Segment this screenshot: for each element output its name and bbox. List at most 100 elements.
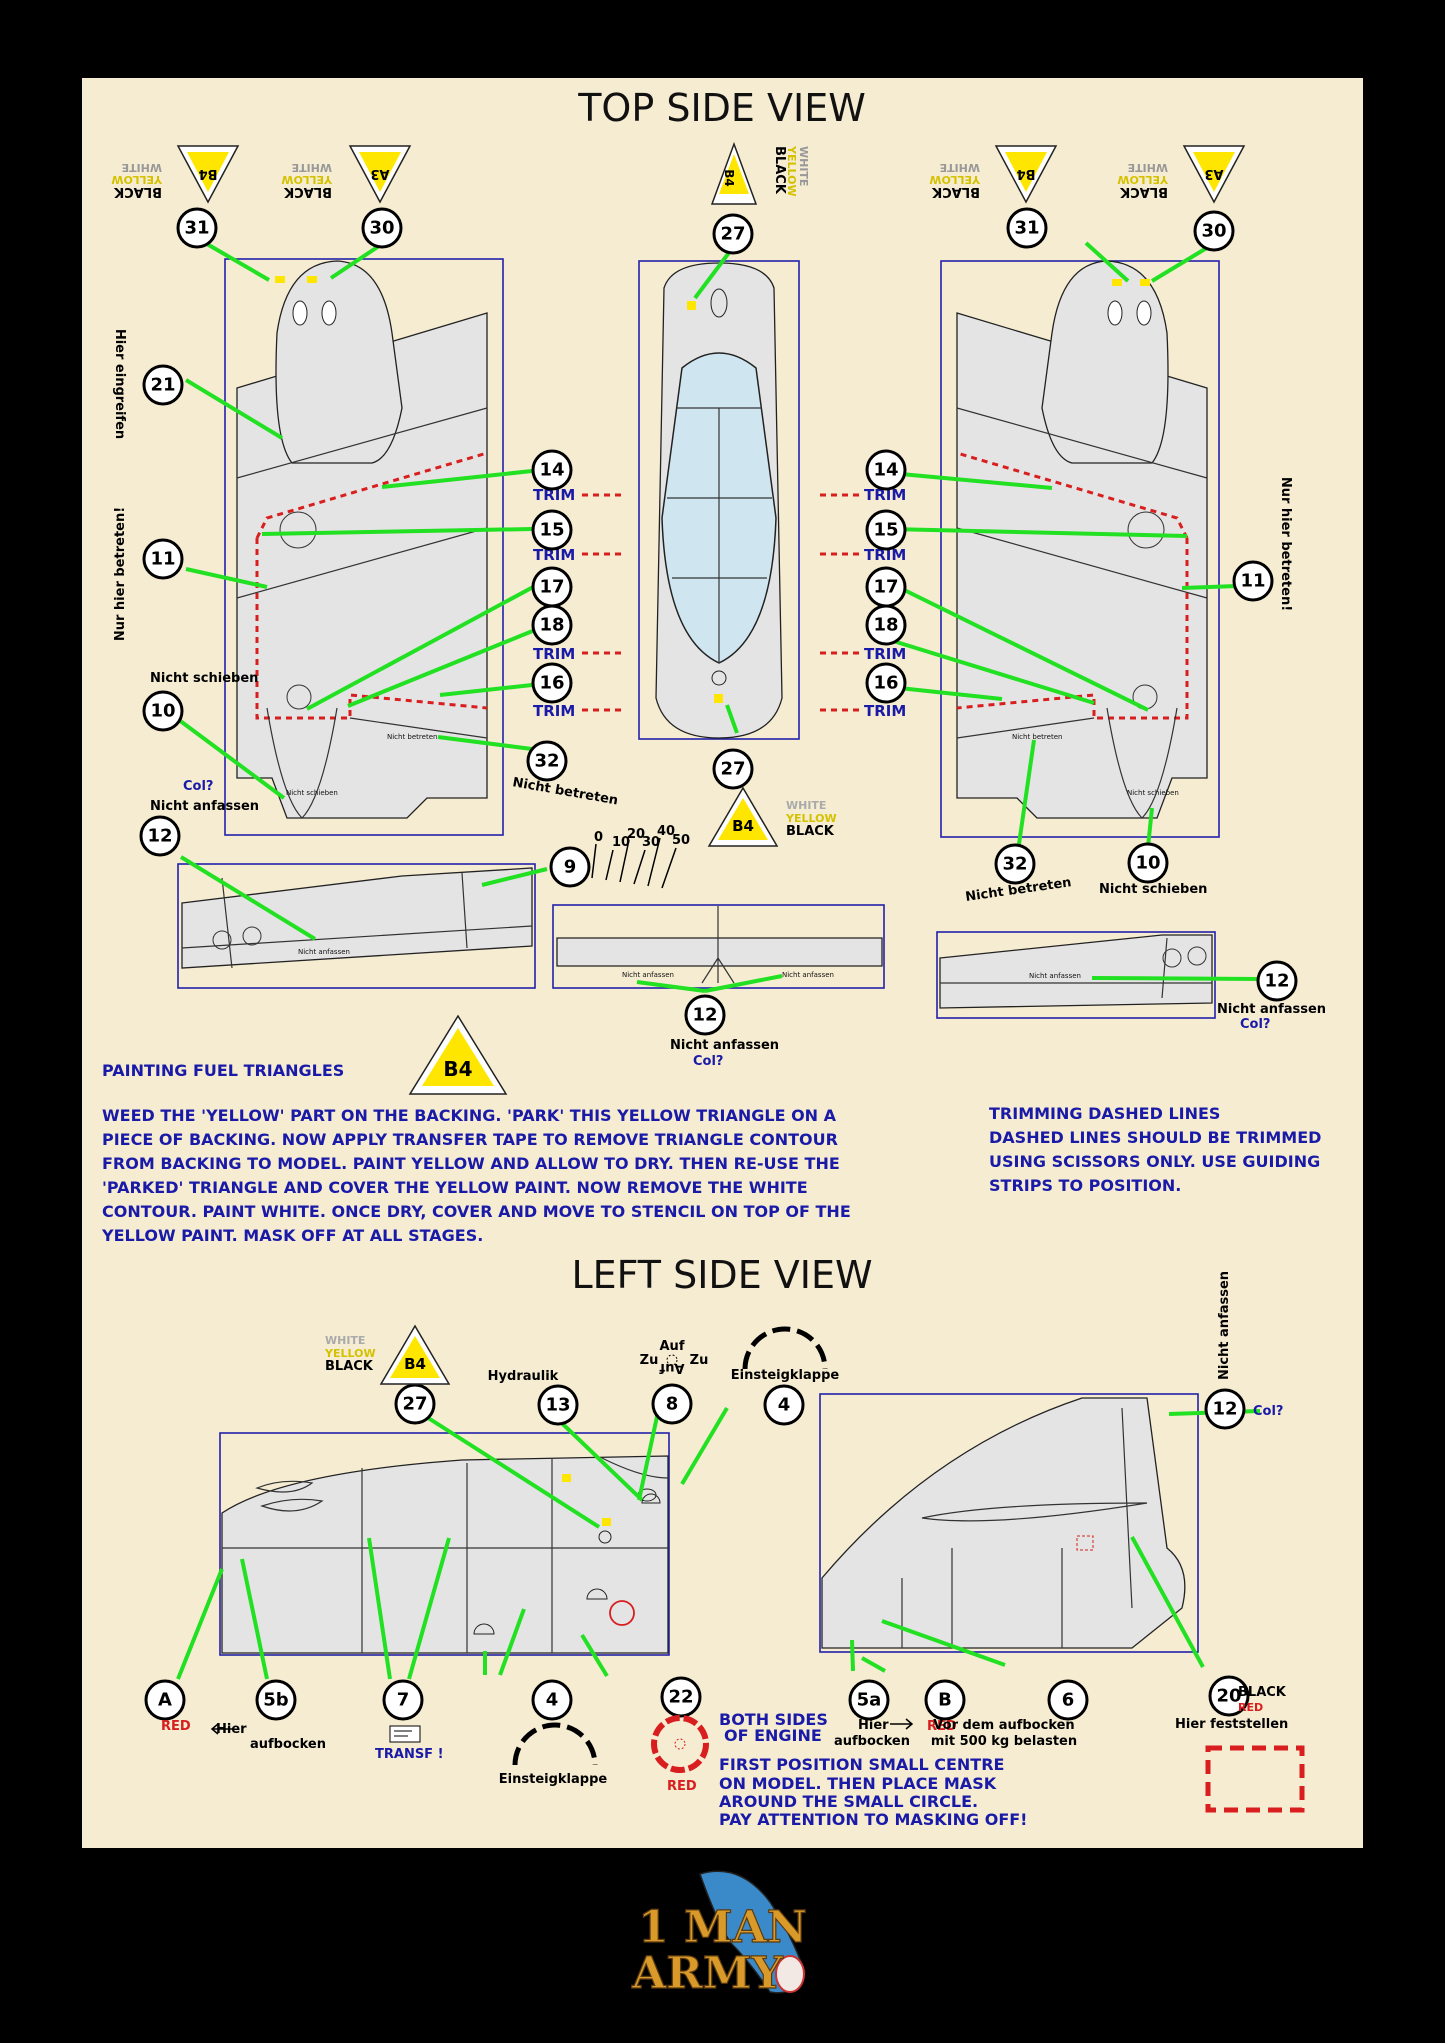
callout-number: 11 (150, 549, 175, 570)
callout-number: 14 (539, 460, 564, 481)
callout-number: 7 (397, 1690, 410, 1711)
label-nicht-schieben-left: Nicht schieben (150, 671, 258, 686)
callout-7: 7 (382, 1679, 424, 1721)
label-nur-hier-betreten-left: Nur hier betreten! (113, 507, 128, 641)
triangle-legend-top-left-b4: BLACK YELLOW WHITE (111, 161, 163, 199)
svg-text:WHITE: WHITE (797, 146, 810, 186)
label-vor-dem-aufbocken: Vor dem aufbocken (933, 1718, 1074, 1733)
fuel-triangle-b4-top-left: B4 (177, 145, 239, 203)
svg-text:USING SCISSORS ONLY. USE GUIDI: USING SCISSORS ONLY. USE GUIDING (989, 1152, 1320, 1171)
svg-text:WEED THE 'YELLOW' PART ON THE: WEED THE 'YELLOW' PART ON THE BACKING. '… (102, 1106, 837, 1125)
callout-31: 31 (1006, 207, 1048, 249)
svg-text:YELLOW PAINT. MASK OFF AT ALL: YELLOW PAINT. MASK OFF AT ALL STAGES. (101, 1226, 483, 1245)
callout-18: 18 (865, 604, 907, 646)
triangle-legend-top-right-b4: BLACK YELLOW WHITE (929, 161, 981, 199)
trim-label: TRIM (533, 486, 575, 504)
svg-text:1 MAN: 1 MAN (638, 1902, 807, 1953)
trim-markers: TRIM TRIM TRIM TRIM TRIM TRIM TRIM TRIM (533, 486, 906, 720)
label-20-black: BLACK (1238, 1685, 1287, 1700)
label-nicht-betreten-left: Nicht betreten (511, 775, 619, 808)
callout-15: 15 (531, 509, 573, 551)
callout-number: 18 (539, 615, 564, 636)
callout-15: 15 (865, 509, 907, 551)
callout-number: 32 (534, 751, 559, 772)
svg-text:Auf: Auf (659, 1360, 684, 1375)
svg-text:'PARKED' TRIANGLE AND COVER TH: 'PARKED' TRIANGLE AND COVER THE YELLOW P… (102, 1178, 808, 1197)
callout-10: 10 (142, 690, 184, 732)
callout-6: 6 (1047, 1679, 1089, 1721)
callout-16: 16 (531, 662, 573, 704)
trimming-instructions: DASHED LINES SHOULD BE TRIMMED USING SCI… (989, 1128, 1321, 1195)
feststellen-dashed-box (1205, 1745, 1305, 1813)
svg-text:WHITE: WHITE (940, 161, 980, 174)
callout-a: A (144, 1679, 186, 1721)
callout-number: 11 (1240, 571, 1265, 592)
triangle-legend-top-left-a3: BLACK YELLOW WHITE (281, 161, 333, 199)
svg-text:AROUND THE SMALL CIRCLE.: AROUND THE SMALL CIRCLE. (719, 1792, 978, 1811)
callout-number: 27 (720, 224, 745, 245)
callout-12: 12 (1204, 1388, 1246, 1430)
svg-text:WHITE: WHITE (292, 161, 332, 174)
label-col-side: Col? (1253, 1404, 1283, 1419)
svg-text:B4: B4 (404, 1355, 426, 1373)
callout-number: 32 (1002, 854, 1027, 875)
svg-text:40: 40 (657, 824, 675, 839)
callout-number: 6 (1062, 1690, 1075, 1711)
label-nicht-anfassen-center: Nicht anfassen (670, 1038, 779, 1053)
svg-text:OF ENGINE: OF ENGINE (724, 1726, 822, 1745)
svg-text:PAY ATTENTION TO MASKING OFF!: PAY ATTENTION TO MASKING OFF! (719, 1810, 1027, 1829)
top-side-view-title: TOP SIDE VIEW (577, 86, 866, 130)
svg-text:TRIM: TRIM (533, 546, 575, 564)
engine-mask-icon (651, 1715, 709, 1773)
svg-text:ARMY: ARMY (631, 1948, 783, 1999)
svg-text:50: 50 (672, 833, 690, 848)
triangle-legend-side: WHITE YELLOW BLACK (324, 1334, 376, 1374)
label-nicht-anfassen-left: Nicht anfassen (150, 799, 259, 814)
callout-number: 16 (539, 673, 564, 694)
callout-16: 16 (865, 662, 907, 704)
einsteigklappe-arc-top (742, 1326, 828, 1370)
callout-27: 27 (394, 1383, 436, 1425)
svg-text:Nicht anfassen: Nicht anfassen (1029, 972, 1081, 980)
svg-text:Nicht anfassen: Nicht anfassen (622, 971, 674, 979)
label-nicht-anfassen-side: Nicht anfassen (1217, 1271, 1232, 1380)
left-side-view-title: LEFT SIDE VIEW (571, 1253, 872, 1297)
instruction-sheet: TOP SIDE VIEW LEFT SIDE VIEW Nicht schie… (82, 78, 1363, 1848)
svg-text:Zu: Zu (690, 1353, 709, 1368)
label-einsteigklappe-top: Einsteigklappe (731, 1368, 840, 1383)
callout-30: 30 (361, 207, 403, 249)
callout-4: 4 (763, 1384, 805, 1426)
label-mit-500-kg: mit 500 kg belasten (931, 1734, 1077, 1749)
svg-text:Nicht schieben: Nicht schieben (1127, 789, 1179, 797)
svg-text:YELLOW: YELLOW (324, 1347, 376, 1360)
callout-number: 14 (873, 460, 898, 481)
svg-text:YELLOW: YELLOW (785, 145, 798, 197)
svg-text:DASHED LINES SHOULD BE TRIMMED: DASHED LINES SHOULD BE TRIMMED (989, 1128, 1321, 1147)
triangle-legend-top-right-a3: BLACK YELLOW WHITE (1117, 161, 1169, 199)
svg-text:FROM BACKING TO MODEL. PAINT Y: FROM BACKING TO MODEL. PAINT YELLOW AND … (102, 1154, 840, 1173)
valve-auf-zu-marker: Auf Auf Zu Zu (640, 1339, 709, 1375)
fuel-triangle-a3-top-right: A3 (1183, 145, 1245, 203)
svg-text:B4: B4 (199, 166, 218, 181)
label-col-right: Col? (1240, 1017, 1270, 1032)
svg-text:YELLOW: YELLOW (1117, 173, 1169, 186)
svg-text:STRIPS TO POSITION.: STRIPS TO POSITION. (989, 1176, 1181, 1195)
svg-text:B4: B4 (732, 817, 754, 835)
svg-text:Nicht anfassen: Nicht anfassen (782, 971, 834, 979)
tail-side-panel (819, 1393, 1199, 1653)
callout-21: 21 (142, 364, 184, 406)
callout-number: 30 (1201, 221, 1226, 242)
callout-number: 12 (1212, 1399, 1237, 1420)
top-right-wing-panel: Nicht betreten Nicht schieben (940, 260, 1220, 838)
label-hier-eingreifen: Hier eingreifen (112, 329, 127, 439)
svg-text:Nicht anfassen: Nicht anfassen (298, 948, 350, 956)
transfer-icon (389, 1725, 421, 1743)
svg-text:YELLOW: YELLOW (281, 173, 333, 186)
callout-10: 10 (1127, 842, 1169, 884)
svg-text:B4: B4 (722, 169, 736, 187)
svg-text:Nicht betreten: Nicht betreten (1012, 733, 1062, 741)
callout-31: 31 (176, 207, 218, 249)
svg-text:aufbocken: aufbocken (250, 1737, 326, 1752)
callout-number: 10 (1135, 853, 1160, 874)
callout-20: 20 (1208, 1675, 1250, 1717)
